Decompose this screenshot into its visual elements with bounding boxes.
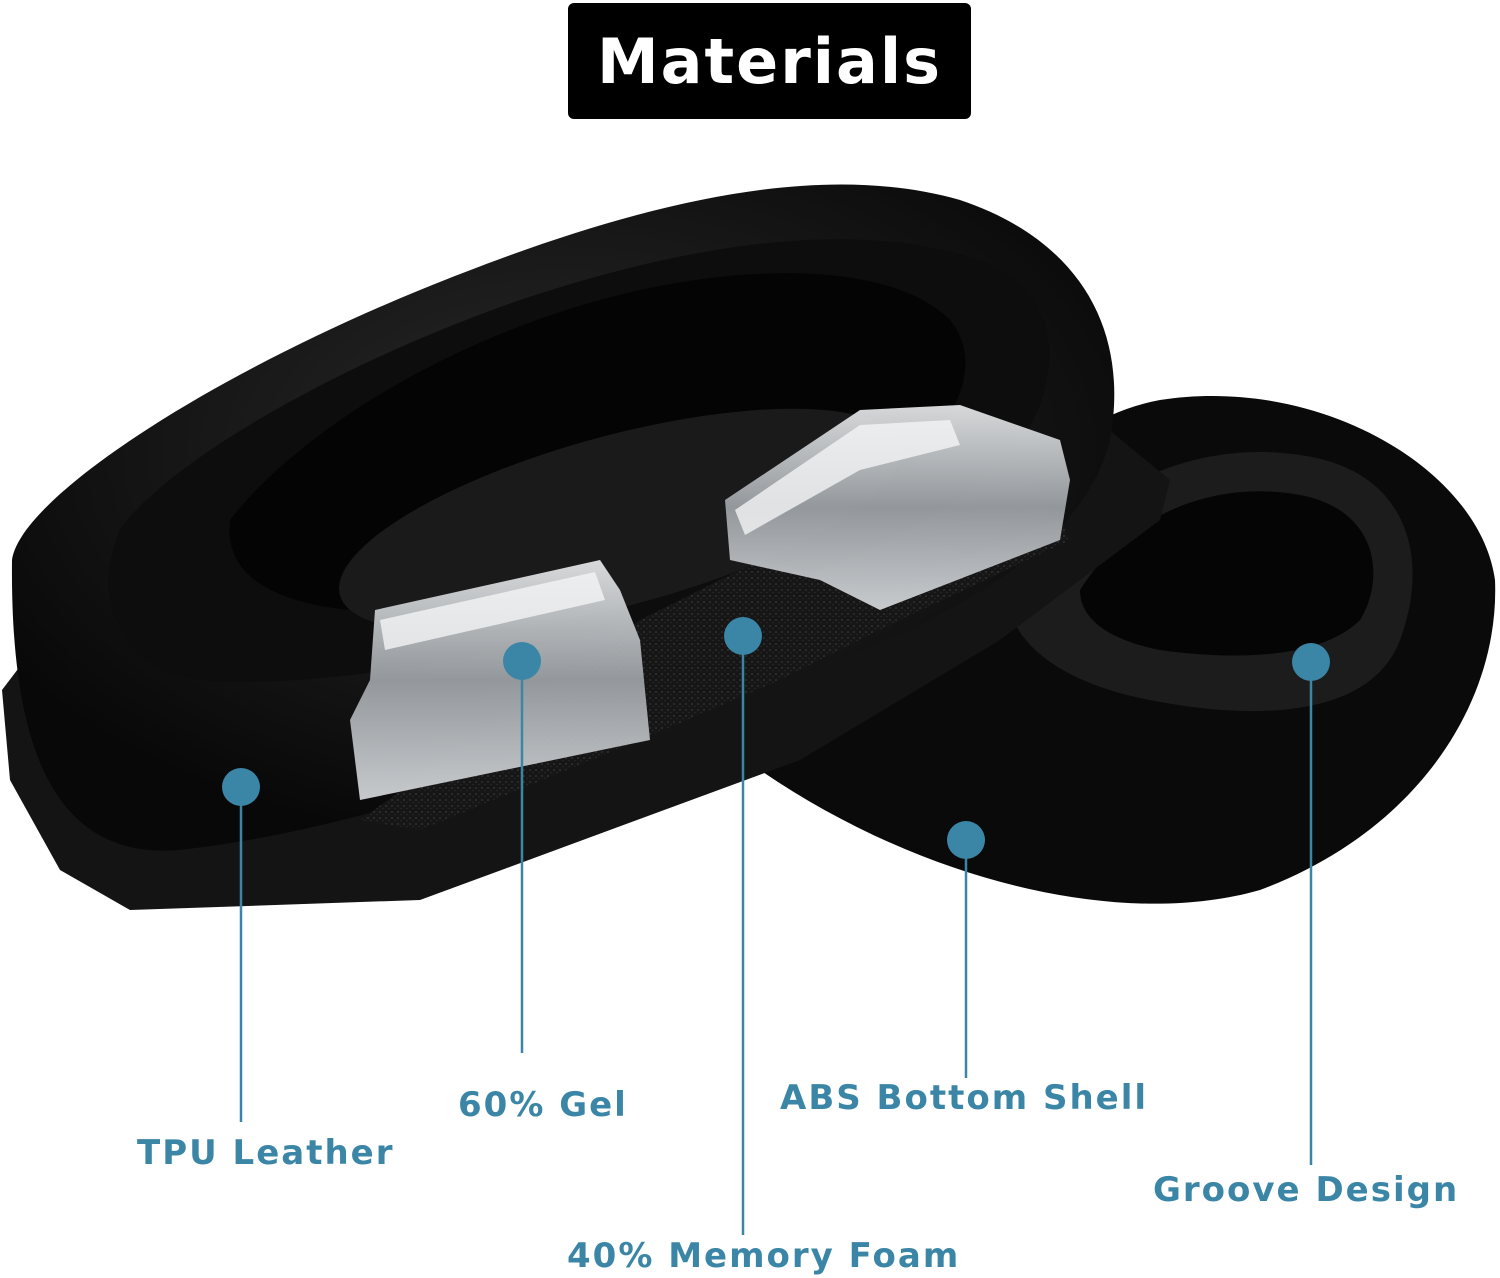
front-ear-pad	[11, 184, 1115, 851]
callout-lines	[239, 636, 1313, 1235]
callout-dot-memory-foam	[724, 617, 762, 655]
gel-insert-left	[350, 560, 650, 800]
gel-insert-right	[725, 405, 1070, 610]
label-tpu-leather: TPU Leather	[137, 1133, 395, 1173]
callout-dot-gel	[503, 642, 541, 680]
callout-dot-tpu-leather	[222, 768, 260, 806]
callout-dots	[222, 617, 1330, 859]
label-groove: Groove Design	[1153, 1170, 1460, 1210]
title-banner: Materials	[568, 3, 971, 119]
label-gel: 60% Gel	[458, 1085, 628, 1125]
callout-dot-abs-shell	[947, 821, 985, 859]
label-memory-foam: 40% Memory Foam	[567, 1236, 961, 1276]
callout-dot-groove	[1292, 643, 1330, 681]
page-title: Materials	[596, 24, 943, 98]
label-abs-shell: ABS Bottom Shell	[780, 1078, 1149, 1118]
